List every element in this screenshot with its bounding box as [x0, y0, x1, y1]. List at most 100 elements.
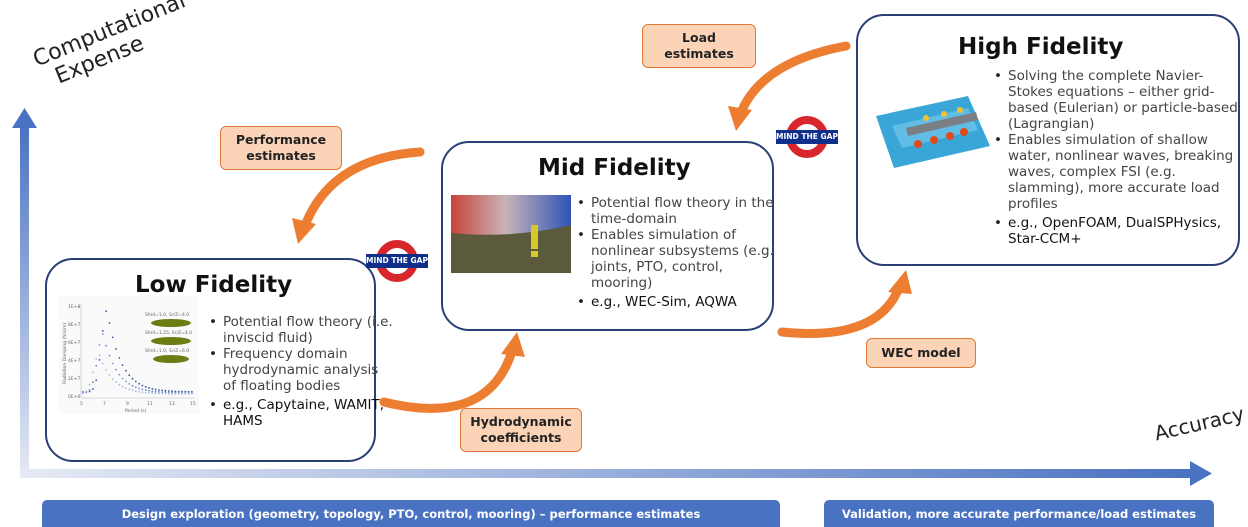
buoy-shape-icon — [151, 337, 191, 345]
x-axis-arrowhead — [1190, 461, 1212, 486]
arrowhead-load — [728, 106, 752, 131]
bullet-item-examples: e.g., OpenFOAM, DualSPHysics, Star-CCM+ — [994, 215, 1246, 247]
plot-dot — [164, 391, 167, 394]
bullet-item: Frequency domain hydrodynamic analysis o… — [209, 346, 393, 394]
plot-dot — [144, 389, 147, 392]
buoy-shape-icon — [151, 319, 191, 327]
buoy-shape-icon — [153, 355, 189, 363]
plot-dot — [134, 386, 137, 389]
low-fidelity-title: Low Fidelity — [135, 272, 293, 298]
plot-dot — [134, 390, 137, 392]
plot-dot — [131, 384, 134, 387]
bullet-item-examples: e.g., WEC-Sim, AQWA — [577, 294, 781, 310]
plot-xtick: 5 — [80, 401, 83, 407]
plot-dot — [167, 390, 170, 392]
plot-legend-entry: Sh/d=1.0, Sr/Z=6.0 — [145, 348, 189, 354]
plot-dot — [88, 389, 91, 391]
plot-dot — [138, 390, 140, 393]
plot-dot — [111, 362, 114, 365]
bullet-item: Enables simulation of shallow water, non… — [994, 132, 1246, 212]
plot-dot — [131, 377, 134, 380]
plot-dot — [174, 390, 177, 393]
low-fidelity-box: Low Fidelity Radiation Damping (N/s/m) P… — [45, 258, 393, 462]
plot-dot — [118, 383, 121, 386]
plot-ytick: 1E+8 — [68, 304, 80, 310]
plot-dot — [138, 387, 140, 390]
plot-dot — [134, 380, 137, 383]
plot-dot — [98, 344, 101, 346]
bullet-item: Solving the complete Navier-Stokes equat… — [994, 68, 1246, 132]
plot-dot — [121, 364, 124, 366]
plot-dot — [95, 358, 98, 360]
plot-dot — [125, 387, 127, 389]
plot-dot — [171, 392, 173, 395]
plot-dot — [151, 392, 154, 394]
plot-dot — [98, 359, 101, 361]
plot-dot — [101, 333, 104, 335]
plot-dot — [151, 387, 154, 390]
curved-arrow-performance — [299, 147, 425, 233]
plot-dot — [158, 391, 160, 393]
plot-ytick: 4E+7 — [68, 358, 80, 364]
plot-dot — [164, 389, 167, 392]
radiation-damping-plot: Radiation Damping (N/s/m) Period (s) 1E+… — [59, 296, 199, 414]
plot-dot — [105, 369, 107, 371]
low-fidelity-bullets: Potential flow theory (i.e. inviscid flu… — [209, 314, 393, 429]
plot-dot — [148, 389, 150, 392]
curved-arrow-hydro — [379, 343, 518, 413]
mind-the-gap-label: MIND THE GAP — [776, 130, 838, 144]
plot-xtick: 11 — [147, 401, 153, 407]
plot-dot — [141, 388, 144, 391]
plot-dot — [177, 393, 180, 395]
mid-fidelity-title: Mid Fidelity — [538, 155, 691, 181]
plot-series-dots — [82, 310, 193, 395]
plot-dot — [115, 381, 117, 383]
plot-dot — [108, 322, 111, 324]
plot-dot — [108, 354, 111, 357]
plot-dot — [138, 382, 140, 385]
arrowhead-wec — [888, 270, 912, 294]
plot-dot — [131, 389, 134, 392]
plot-dot — [128, 383, 131, 385]
plot-dot — [95, 379, 98, 382]
plot-dot — [158, 392, 160, 395]
plot-dot — [121, 385, 124, 388]
wec-model-tag: WEC model — [866, 338, 976, 368]
curved-arrow-load — [735, 41, 851, 120]
bullet-item-examples: e.g., Capytaine, WAMIT, HAMS — [209, 397, 393, 429]
plot-dot — [118, 373, 121, 376]
plot-dot — [164, 392, 167, 395]
plot-ytick: 0E+0 — [68, 394, 80, 400]
plot-dot — [108, 374, 111, 376]
plot-dot — [105, 344, 107, 347]
plot-legend-entry: Sh/d=1.25, Sr/Z=4.0 — [145, 330, 192, 336]
plot-dot — [115, 348, 117, 350]
mind-the-gap-roundel-icon: MIND THE GAP — [366, 240, 428, 284]
plot-dot — [158, 389, 160, 391]
plot-ylabel: Radiation Damping (N/s/m) — [62, 323, 68, 384]
plot-ytick: 6E+7 — [68, 340, 80, 346]
cfd-simulation-image — [872, 86, 992, 176]
plot-dot — [161, 391, 164, 393]
plot-dot — [181, 393, 183, 395]
plot-dot — [167, 392, 170, 395]
plot-dot — [171, 390, 173, 393]
plot-xtick: 15 — [190, 401, 196, 407]
plot-dot — [118, 357, 121, 359]
plot-dot — [125, 380, 127, 383]
plot-dot — [148, 392, 150, 394]
plot-dot — [92, 381, 94, 384]
plot-dot — [144, 391, 147, 394]
plot-dot — [154, 392, 157, 395]
plot-dot — [154, 390, 157, 393]
plot-dot — [111, 378, 114, 380]
curved-arrow-wec — [777, 280, 905, 338]
plot-dot — [92, 371, 94, 374]
arrowhead-hydro — [501, 332, 525, 357]
plot-dot — [115, 368, 117, 371]
bullet-item: Potential flow theory (i.e. inviscid flu… — [209, 314, 393, 346]
plot-ytick: 2E+7 — [68, 376, 80, 382]
plot-dot — [121, 377, 124, 380]
plot-dot — [184, 393, 187, 395]
